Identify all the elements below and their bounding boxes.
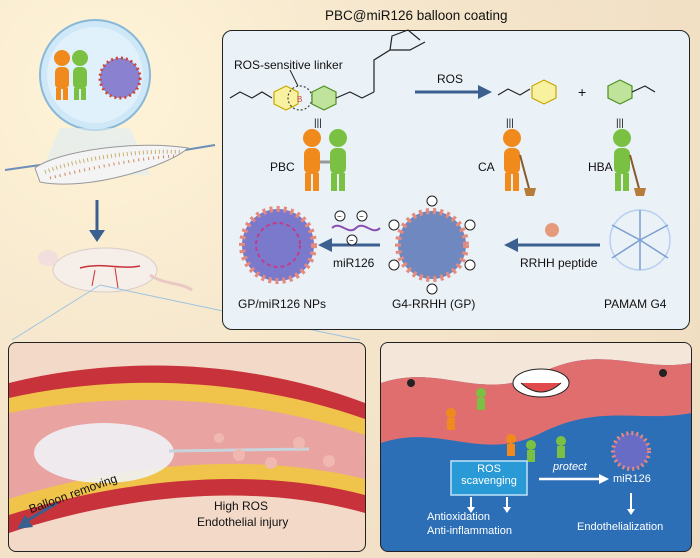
- small-orange-figure: [54, 50, 70, 100]
- figure-title: PBC@miR126 balloon coating: [325, 8, 508, 23]
- plus-sign: +: [578, 84, 587, 100]
- hba-figure: [613, 129, 646, 196]
- mir-arrow-label: miR126: [333, 256, 375, 270]
- small-green-figure: [72, 50, 88, 100]
- antioxidation-label: Antioxidation: [427, 511, 490, 523]
- hba-label: HBA: [588, 160, 613, 174]
- ros-scavenging-box: [450, 460, 528, 496]
- balloon-shape: [34, 423, 174, 483]
- ca-label: CA: [478, 160, 495, 174]
- svg-text:−: −: [349, 236, 354, 245]
- svg-text:−: −: [359, 212, 364, 221]
- pamam-dendrimer: [609, 209, 671, 271]
- vessel-graphic: [9, 365, 365, 533]
- high-ros-label: High ROS: [214, 499, 269, 513]
- balloon-catheter: [4, 144, 216, 185]
- hba-molecule: [607, 79, 656, 105]
- protection-panel: ROS scavenging protect miR126 Antioxidat…: [380, 342, 692, 552]
- pbc-label: PBC: [270, 160, 295, 174]
- rrhh-arrow-label: RRHH peptide: [520, 256, 598, 270]
- ca-figure: [503, 129, 536, 196]
- rrhh-peptide-bead: [545, 223, 559, 237]
- bond-symbol-pbc: |||: [314, 118, 322, 129]
- gp-np-label: GP/miR126 NPs: [238, 297, 327, 311]
- mirna-strand: [331, 224, 381, 232]
- endothelialization-label: Endothelialization: [577, 521, 664, 533]
- mechanism-panel: [222, 30, 690, 330]
- small-nanoparticle: [98, 56, 142, 100]
- pamam-label: PAMAM G4: [604, 297, 667, 311]
- endothelial-injury-label: Endothelial injury: [197, 515, 289, 529]
- protect-label: protect: [553, 461, 587, 473]
- gp-mir126-np: [239, 206, 317, 284]
- ros-arrow-label: ROS: [437, 72, 464, 86]
- linker-label: ROS-sensitive linker: [234, 58, 343, 72]
- svg-text:−: −: [337, 212, 342, 221]
- anti-inflammation-label: Anti-inflammation: [427, 525, 512, 537]
- bond-symbol-ca: |||: [506, 118, 514, 129]
- ca-molecule: [497, 79, 557, 105]
- svg-text:B: B: [297, 95, 302, 104]
- mouse-illustration: [38, 247, 193, 293]
- pbc-molecule: [229, 29, 426, 111]
- bond-symbol-hba: |||: [616, 118, 624, 129]
- vessel-panel: Balloon removing High ROS Endothelial in…: [8, 342, 366, 552]
- ros-scavenging-label: ROS scavenging: [461, 463, 517, 487]
- gp-label: G4-RRHH (GP): [392, 297, 476, 311]
- mir126-label: miR126: [613, 473, 651, 485]
- pbc-figures: [303, 129, 347, 191]
- protection-graphic: [381, 343, 691, 515]
- gp-particle: [388, 195, 476, 295]
